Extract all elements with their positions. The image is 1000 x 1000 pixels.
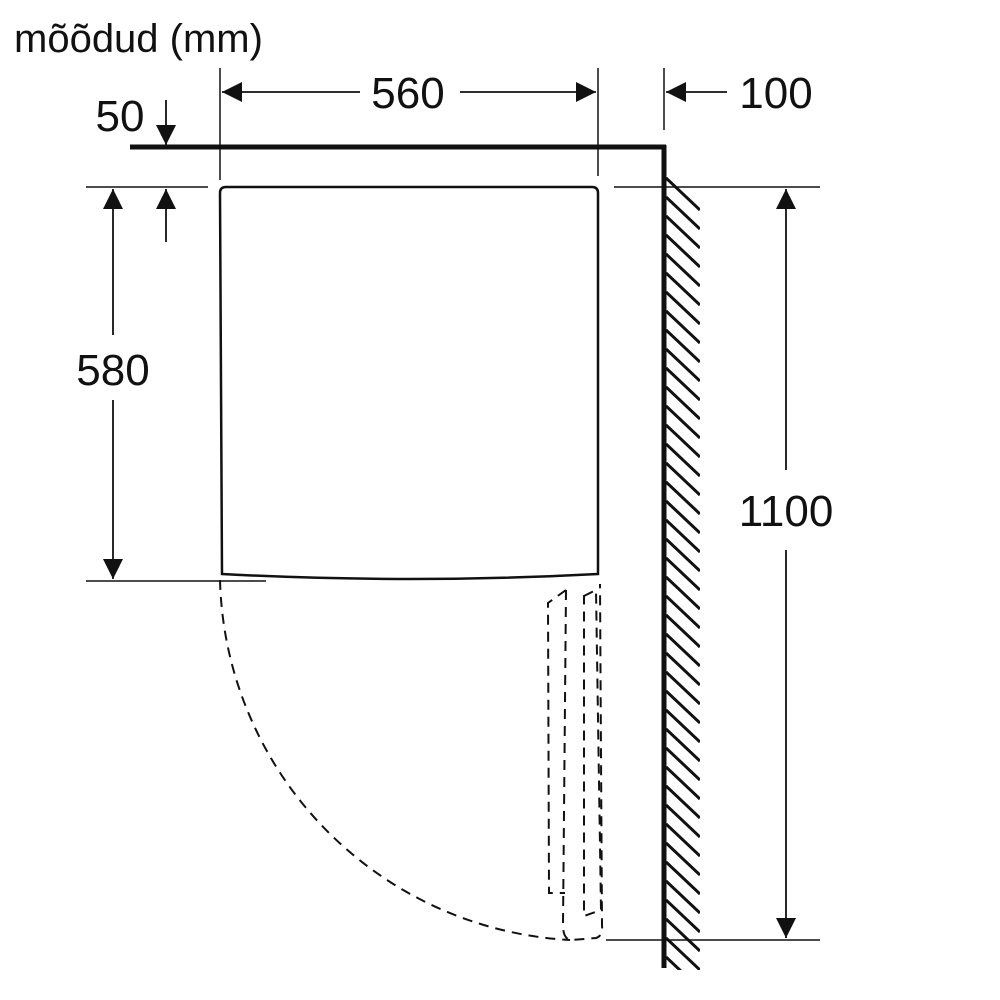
- hatch-stroke: [666, 765, 700, 801]
- hatch-stroke: [666, 556, 700, 592]
- hatch-stroke: [666, 860, 700, 896]
- hatch-stroke: [666, 898, 700, 934]
- appliance-body: [218, 185, 600, 581]
- hatch-stroke: [666, 955, 683, 970]
- hatch-stroke: [666, 841, 700, 877]
- hatch-stroke: [666, 347, 700, 383]
- hatch-stroke: [666, 976, 700, 1000]
- hatch-stroke: [666, 309, 700, 345]
- hatch-stroke: [666, 594, 700, 630]
- hatch-stroke: [666, 708, 700, 744]
- hatch-stroke: [666, 651, 700, 687]
- hatch-stroke: [666, 689, 700, 725]
- hatch-stroke: [666, 176, 700, 212]
- dimension-width-label: 560: [371, 69, 444, 118]
- dimension-depth-label: 580: [76, 346, 149, 395]
- hatch-stroke: [666, 461, 700, 497]
- dimension-top-offset-label: 50: [96, 92, 145, 141]
- hatch-stroke: [666, 195, 700, 231]
- dimension-wall-gap-label: 100: [739, 69, 812, 118]
- hatch-stroke: [666, 613, 700, 649]
- door-swing-arc: [219, 579, 571, 941]
- hatch-stroke: [666, 822, 700, 858]
- wall: [661, 145, 700, 1000]
- dimension-total-depth-label: 1100: [739, 487, 834, 536]
- hatch-stroke: [666, 366, 700, 402]
- dimension-depth: 580: [76, 189, 150, 579]
- hatch-stroke: [666, 518, 700, 554]
- hatch-stroke: [666, 214, 700, 250]
- hatch-stroke: [666, 290, 700, 326]
- hatch-stroke: [666, 784, 700, 820]
- hatch-stroke: [666, 537, 700, 573]
- hatch-stroke: [666, 803, 700, 839]
- hatch-stroke: [666, 917, 700, 953]
- dimension-width: 560: [222, 69, 596, 118]
- hatch-stroke: [666, 727, 700, 763]
- hatch-stroke: [666, 404, 700, 440]
- hatch-stroke: [666, 746, 700, 782]
- extension-lines: [86, 68, 820, 941]
- hatch-stroke: [666, 499, 700, 535]
- hatch-stroke: [666, 252, 700, 288]
- dimension-top-offset: 50: [96, 92, 176, 242]
- hatch-stroke: [666, 632, 700, 668]
- hatch-stroke: [666, 423, 700, 459]
- hatch-stroke: [666, 936, 700, 970]
- hatch-stroke: [666, 233, 700, 269]
- diagram-title: mõõdud (mm): [14, 17, 263, 61]
- hatch-stroke: [666, 442, 700, 478]
- dimension-wall-gap: 100: [666, 69, 813, 118]
- hatch-stroke: [666, 879, 700, 915]
- hatch-stroke: [666, 328, 700, 364]
- hatch-stroke: [666, 575, 700, 611]
- wall-hatching: [666, 176, 700, 1000]
- hatch-stroke: [666, 271, 700, 307]
- hatch-stroke: [666, 385, 700, 421]
- hatch-stroke: [666, 480, 700, 516]
- dimension-total-depth: 1100: [739, 189, 834, 938]
- open-door-outline: [546, 583, 604, 942]
- hatch-stroke: [666, 670, 700, 706]
